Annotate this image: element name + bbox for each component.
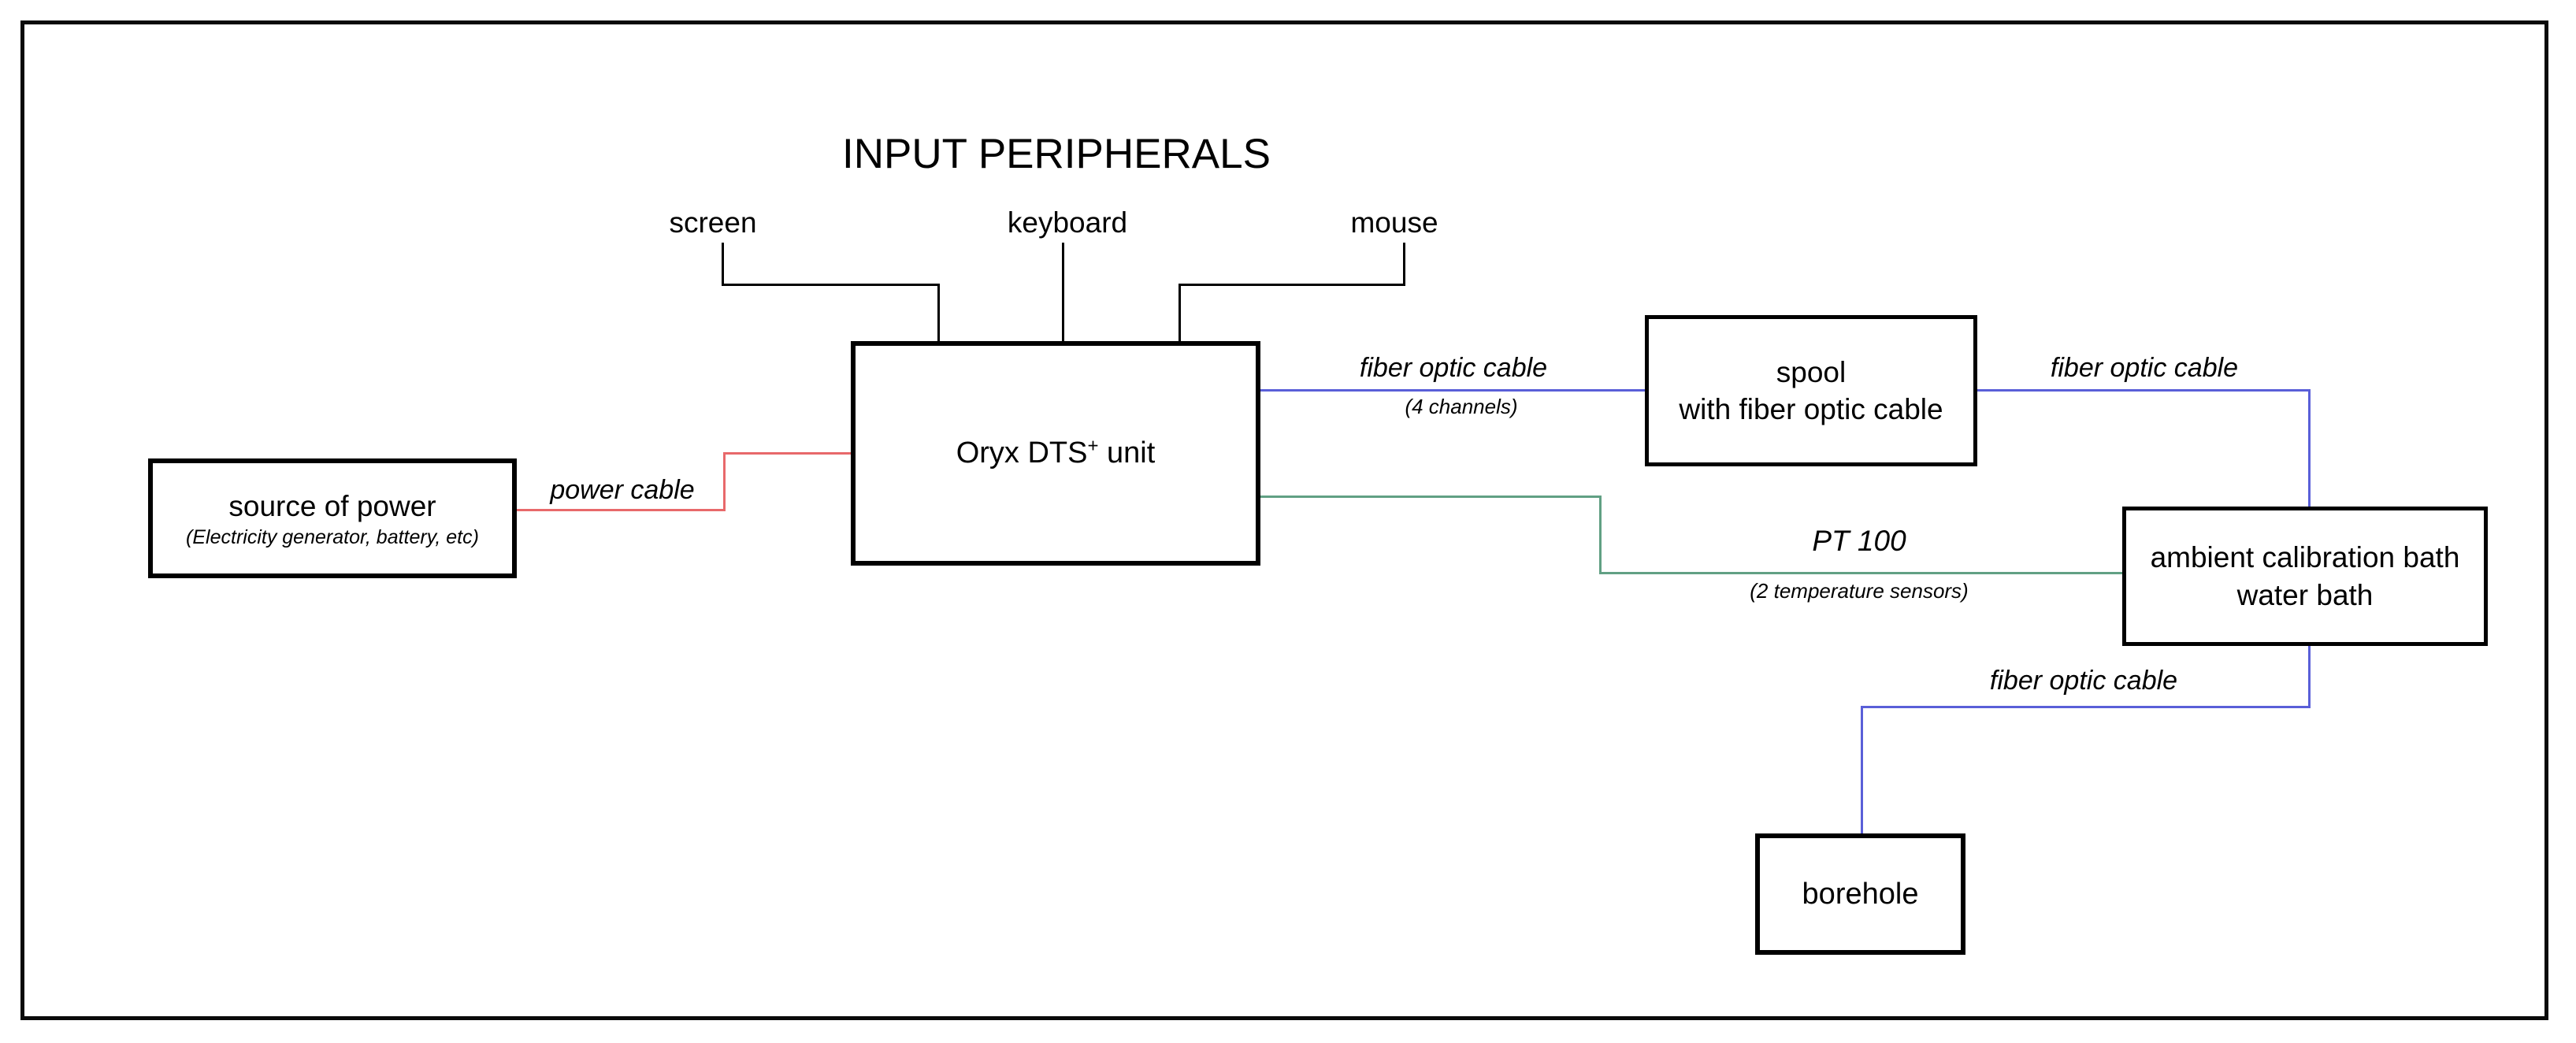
mouse-line-horizontal xyxy=(1179,284,1405,286)
node-source-of-power: source of power (Electricity generator, … xyxy=(148,458,517,578)
fiber-bath-borehole-vertical-1 xyxy=(2308,644,2311,707)
screen-line-horizontal xyxy=(722,284,940,286)
label-keyboard: keyboard xyxy=(1007,206,1128,239)
diagram-border xyxy=(20,20,2548,1020)
mouse-line-vertical-1 xyxy=(1403,243,1405,286)
fiber-dts-spool-segment xyxy=(1260,389,1645,392)
screen-line-vertical-2 xyxy=(937,284,940,341)
power-cable-segment-2 xyxy=(723,452,726,511)
fiber-bath-borehole-horizontal xyxy=(1861,706,2311,708)
calibration-bath-line1: ambient calibration bath xyxy=(2150,541,2460,574)
label-power-cable: power cable xyxy=(550,475,695,505)
mouse-line-vertical-2 xyxy=(1179,284,1181,341)
source-of-power-subtitle: (Electricity generator, battery, etc) xyxy=(186,525,479,548)
spool-line1: spool xyxy=(1776,355,1847,388)
diagram-title: INPUT PERIPHERALS xyxy=(842,131,1271,177)
node-borehole: borehole xyxy=(1755,833,1965,955)
label-pt100: PT 100 xyxy=(1812,525,1906,557)
power-cable-segment-1 xyxy=(517,509,726,511)
node-calibration-bath: ambient calibration bath water bath xyxy=(2122,507,2488,646)
fiber-spool-bath-horizontal xyxy=(1977,389,2311,392)
fiber-bath-borehole-vertical-2 xyxy=(1861,706,1863,833)
source-of-power-title: source of power xyxy=(228,490,436,523)
label-pt100-sensors: (2 temperature sensors) xyxy=(1750,579,1969,603)
label-screen: screen xyxy=(669,206,757,239)
label-mouse: mouse xyxy=(1350,206,1438,239)
label-fiber-bath-borehole: fiber optic cable xyxy=(1989,666,2178,696)
spool-line2: with fiber optic cable xyxy=(1679,393,1943,425)
pt100-segment-2 xyxy=(1599,496,1602,574)
oryx-dts-superscript: + xyxy=(1087,435,1099,457)
calibration-bath-line2: water bath xyxy=(2236,578,2374,611)
label-fiber-spool-bath: fiber optic cable xyxy=(2050,353,2239,383)
label-fiber-dts-spool-channels: (4 channels) xyxy=(1405,395,1518,418)
oryx-dts-unit-label: Oryx DTS+ unit xyxy=(956,434,1156,473)
power-cable-segment-3 xyxy=(723,452,851,455)
borehole-label: borehole xyxy=(1802,877,1919,911)
pt100-segment-3 xyxy=(1599,572,2122,574)
node-spool: spool with fiber optic cable xyxy=(1645,315,1977,466)
node-oryx-dts-unit: Oryx DTS+ unit xyxy=(851,341,1260,566)
fiber-spool-bath-vertical xyxy=(2308,389,2311,507)
label-fiber-dts-spool: fiber optic cable xyxy=(1359,353,1548,383)
keyboard-line-vertical xyxy=(1062,243,1064,341)
oryx-dts-suffix: unit xyxy=(1098,436,1156,470)
pt100-segment-1 xyxy=(1260,496,1602,498)
screen-line-vertical-1 xyxy=(722,243,724,286)
oryx-dts-name: Oryx DTS xyxy=(956,436,1088,470)
